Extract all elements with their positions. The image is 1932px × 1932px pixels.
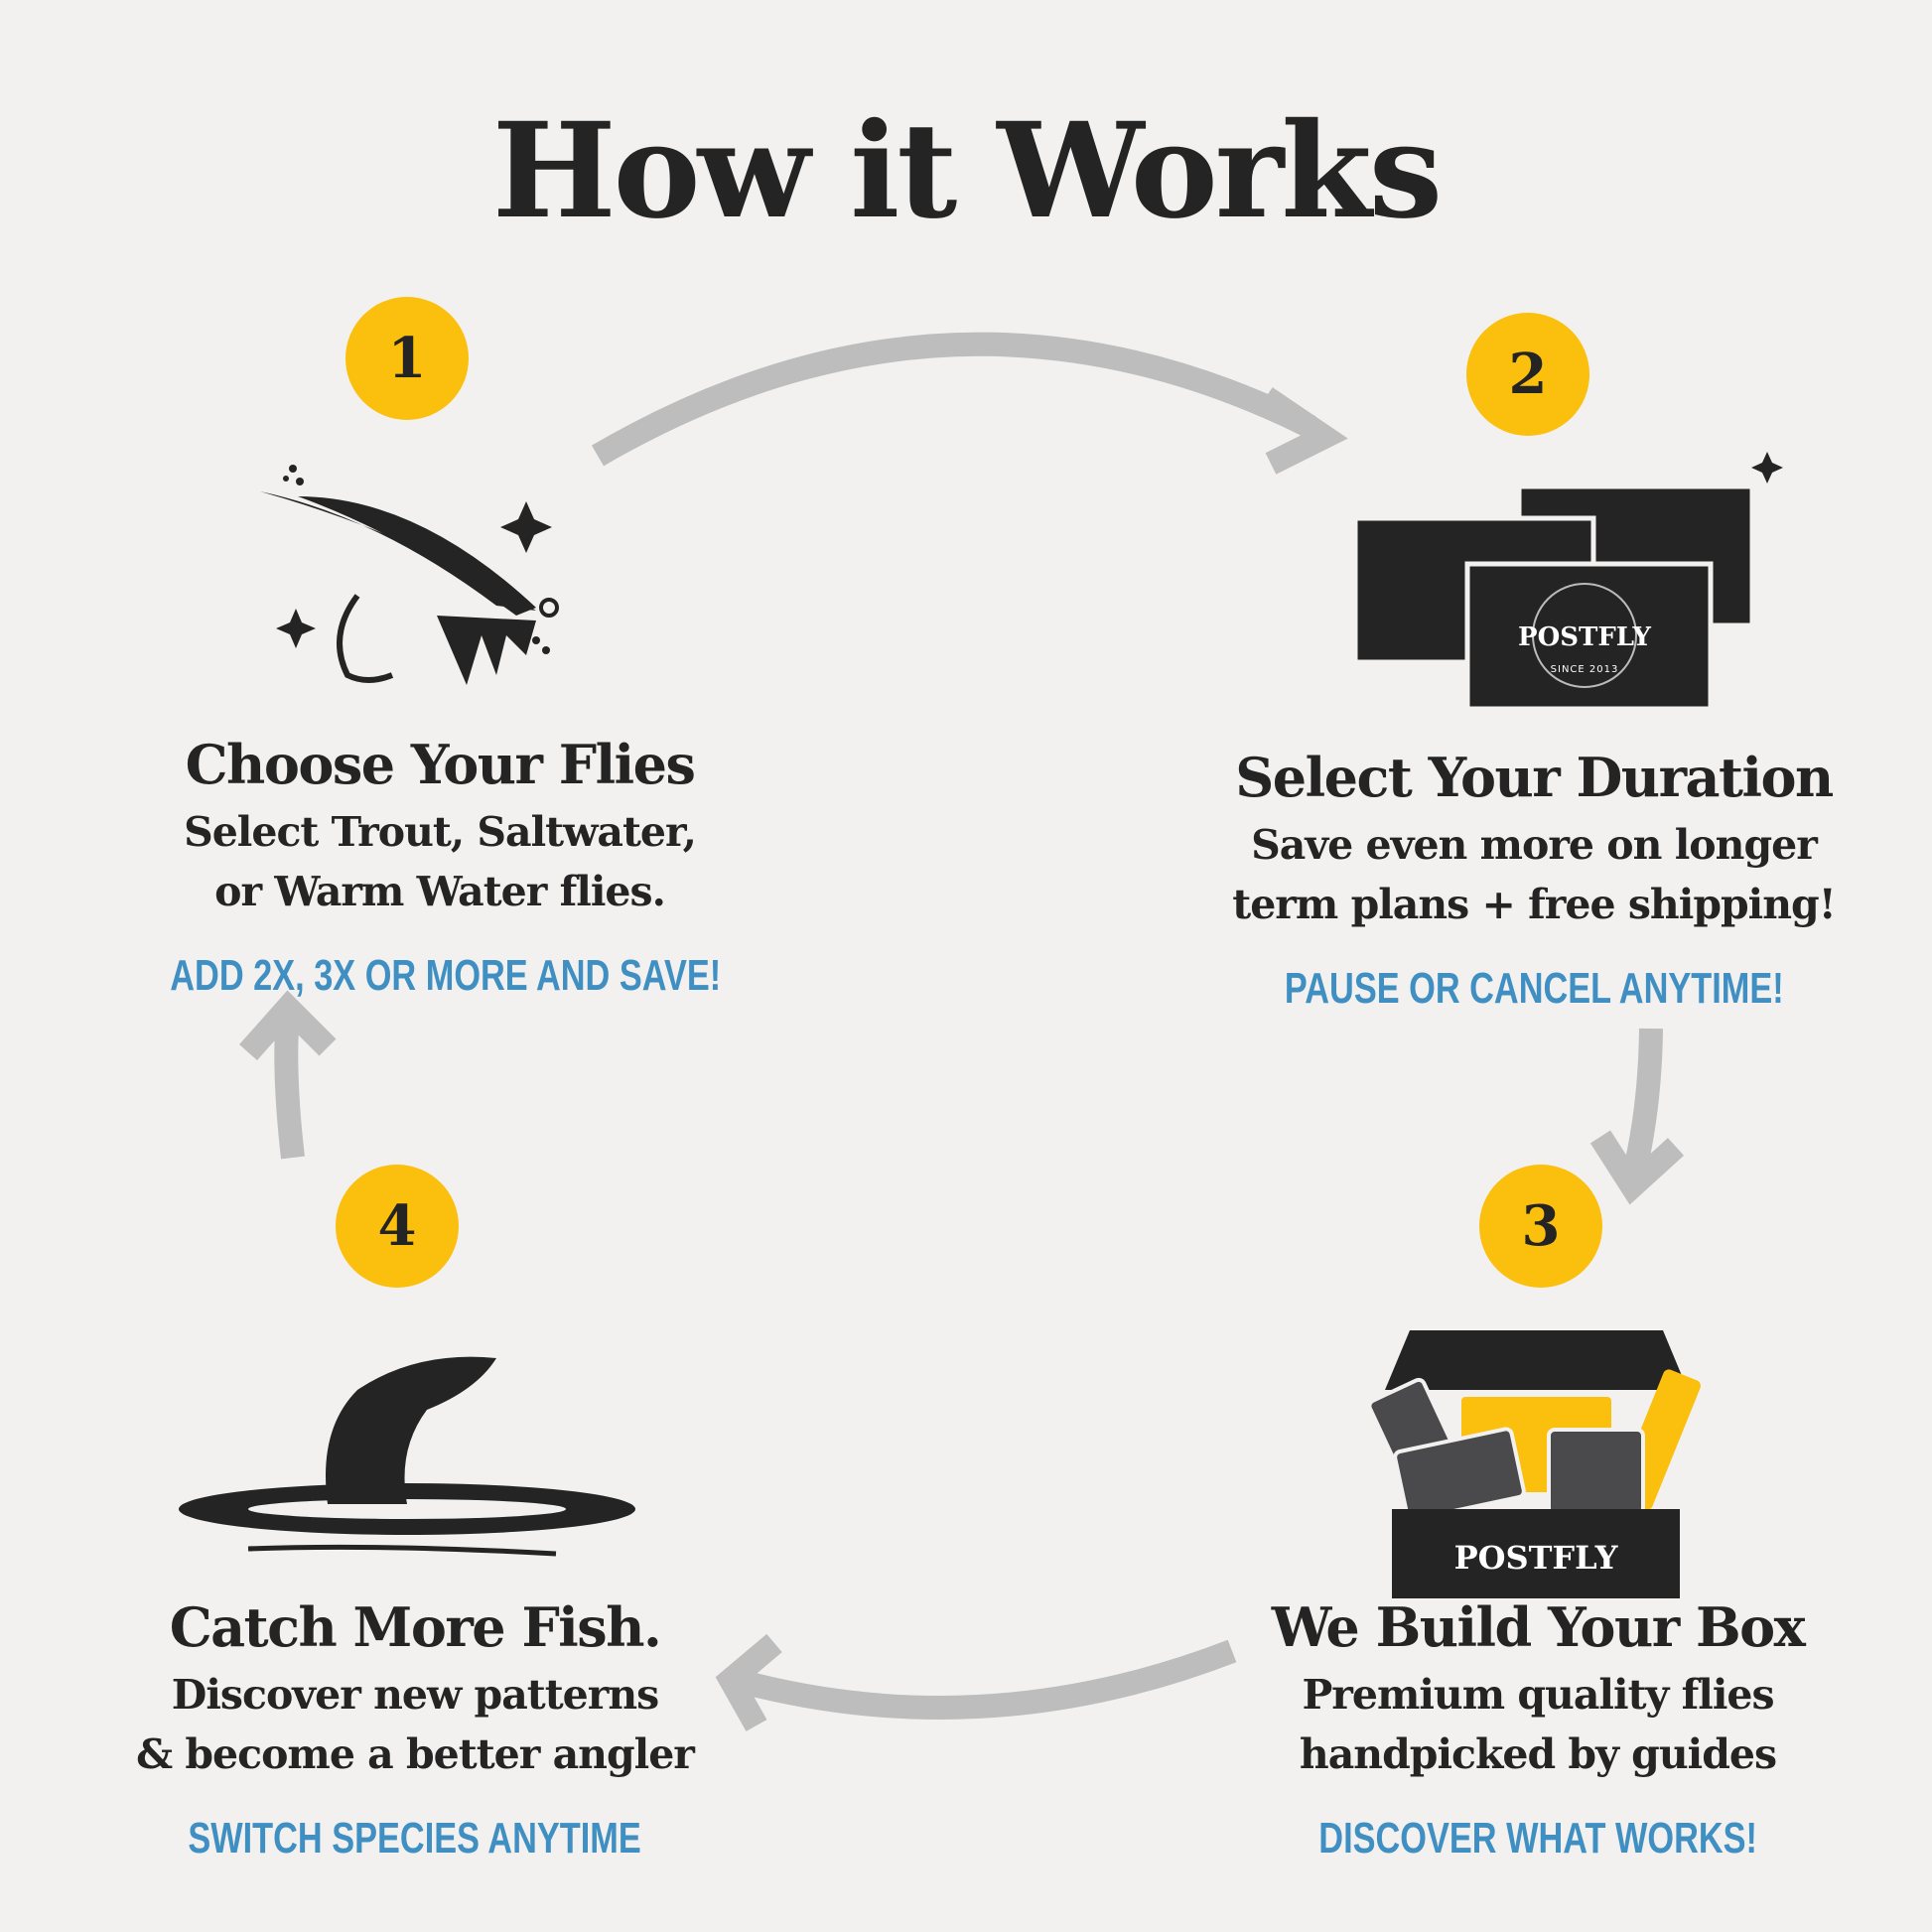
step-1-badge: 1 [345, 297, 469, 420]
step-desc-line: or Warm Water flies. [214, 868, 666, 915]
step-desc-line: Save even more on longer [1251, 821, 1818, 869]
arrow-4-to-1-head [239, 990, 337, 1060]
step-cta: PAUSE OR CANCEL ANYTIME! [1284, 964, 1784, 1013]
arrow-2-to-3 [1620, 1028, 1663, 1184]
page-title: How it Works [491, 94, 1443, 248]
fly-icon [260, 465, 559, 685]
step-desc-line: term plans + free shipping! [1232, 881, 1836, 928]
since-year-text: SINCE 2013 [1551, 664, 1619, 675]
step-cta: DISCOVER WHAT WORKS! [1318, 1814, 1757, 1863]
step-desc-line: Discover new patterns [171, 1671, 659, 1719]
postfly-box-label: POSTFLY [1454, 1539, 1619, 1577]
step-select-duration: Select Your Duration Save even more on l… [1186, 746, 1881, 1014]
arrow-3-to-4-head [715, 1633, 782, 1731]
arrow-1-to-2-head [1259, 387, 1348, 475]
step-desc-line: Premium quality flies [1302, 1671, 1774, 1719]
arrow-1-to-2 [591, 332, 1316, 467]
step-title: Choose Your Flies [185, 733, 696, 796]
step-desc-line: Select Trout, Saltwater, [184, 808, 697, 856]
step-3-badge: 3 [1479, 1165, 1602, 1288]
arrow-3-to-4 [731, 1639, 1237, 1720]
step-desc-line: & become a better angler [136, 1730, 695, 1778]
open-box-icon: POSTFLY [1367, 1330, 1701, 1598]
boxes-icon: POSTFLY SINCE 2013 [1352, 452, 1783, 712]
step-cta: ADD 2X, 3X OR MORE AND SAVE! [170, 951, 722, 1000]
arrow-4-to-1 [274, 1012, 305, 1160]
step-title: Catch More Fish. [169, 1595, 662, 1659]
step-cta: SWITCH SPECIES ANYTIME [188, 1814, 642, 1863]
step-2-badge: 2 [1466, 313, 1589, 436]
step-catch-fish: Catch More Fish. Discover new patterns & … [68, 1595, 762, 1863]
step-title: Select Your Duration [1235, 746, 1834, 809]
step-title: We Build Your Box [1271, 1595, 1806, 1659]
postfly-logo-text: POSTFLY [1518, 622, 1651, 652]
step-choose-flies: Choose Your Flies Select Trout, Saltwate… [92, 733, 787, 1001]
step-desc-line: handpicked by guides [1299, 1730, 1777, 1778]
arrow-2-to-3-head [1589, 1130, 1685, 1205]
step-build-box: We Build Your Box Premium quality flies h… [1190, 1595, 1885, 1863]
step-4-badge: 4 [336, 1165, 459, 1288]
fish-icon [179, 1356, 635, 1557]
